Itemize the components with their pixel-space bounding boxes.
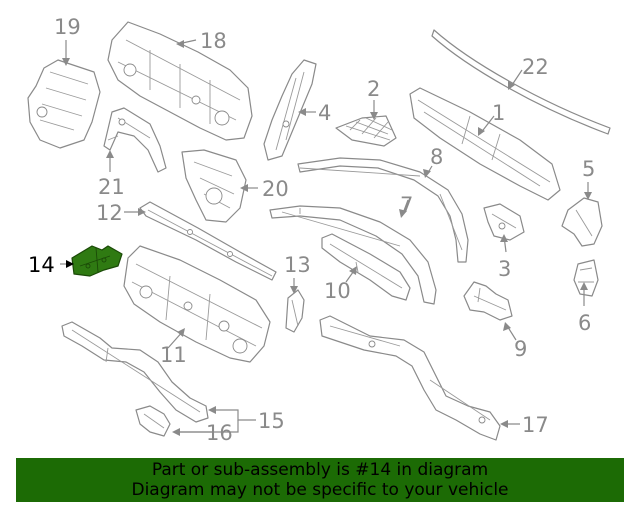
part-21-bracket: [103, 107, 167, 173]
callout-8: 8: [430, 145, 443, 169]
part-12-cross-member: [139, 201, 277, 281]
part-19-insulator: [27, 59, 101, 149]
banner-line-1: Part or sub-assembly is #14 in diagram: [151, 460, 489, 480]
callout-5: 5: [582, 157, 595, 181]
callout-10: 10: [324, 279, 351, 303]
callout-21: 21: [98, 175, 125, 199]
banner-line-2: Diagram may not be specific to your vehi…: [131, 480, 509, 500]
part-10-member: [321, 233, 411, 301]
callout-4: 4: [318, 101, 331, 125]
part-15-rail: [61, 321, 209, 423]
callout-1: 1: [492, 101, 505, 125]
part-22-weatherstrip: [431, 29, 611, 135]
callout-18: 18: [200, 29, 227, 53]
part-20-insulator: [181, 149, 247, 223]
callout-13: 13: [284, 253, 311, 277]
callout-11: 11: [160, 343, 187, 367]
callout-6: 6: [578, 311, 591, 335]
part-3-bracket: [483, 203, 525, 241]
part-5-bracket: [561, 197, 603, 247]
part-13-bracket: [285, 289, 305, 333]
info-banner: Part or sub-assembly is #14 in diagram D…: [16, 458, 624, 502]
callout-17: 17: [522, 413, 549, 437]
callout-15: 15: [258, 409, 285, 433]
part-14-bracket: [71, 245, 123, 277]
callout-16: 16: [206, 421, 233, 445]
callout-labels: 19 18 4 2 22 1 8 7 5 20 21 12 3 6 13 10 …: [28, 15, 595, 445]
callout-14: 14: [28, 253, 55, 277]
callout-3: 3: [498, 257, 511, 281]
callout-22: 22: [522, 55, 549, 79]
arrowheads: [62, 40, 592, 436]
part-7-member: [269, 205, 437, 305]
part-4-pillar-bracket: [263, 59, 317, 161]
parts-diagram: 19 18 4 2 22 1 8 7 5 20 21 12 3 6 13 10 …: [27, 15, 611, 445]
callout-9: 9: [514, 337, 527, 361]
part-1-cowl-panel: [409, 87, 561, 201]
callout-7: 7: [400, 193, 413, 217]
part-17-rail: [319, 315, 501, 441]
part-6-bracket: [573, 259, 599, 297]
callout-19: 19: [54, 15, 81, 39]
callout-2: 2: [367, 77, 380, 101]
callout-12: 12: [96, 201, 123, 225]
part-9-bracket: [463, 281, 513, 321]
part-16-bracket: [135, 405, 171, 437]
part-11-dash-panel: [123, 245, 271, 363]
callout-20: 20: [262, 177, 289, 201]
part-8-rail: [297, 157, 469, 263]
part-18-dash-panel: [107, 21, 253, 141]
part-2-grille: [335, 115, 397, 147]
